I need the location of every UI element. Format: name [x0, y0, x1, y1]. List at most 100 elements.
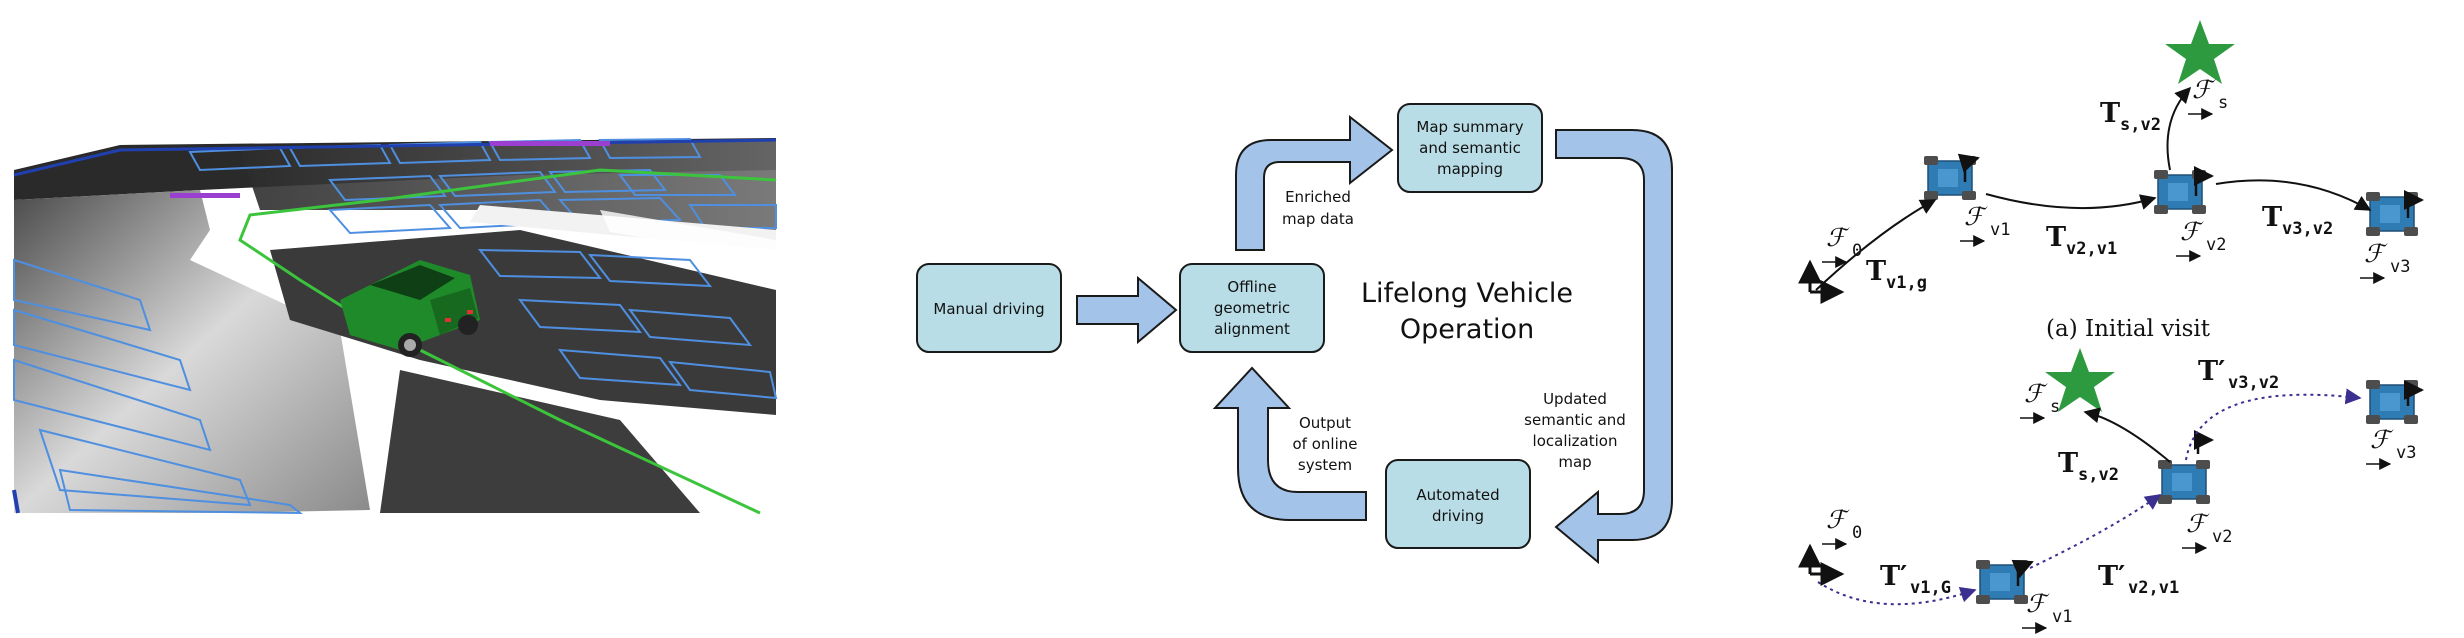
- label-updated-line-2: semantic and: [1524, 411, 1626, 429]
- label-Fs-b-sub: s: [2050, 397, 2060, 417]
- label-T-v2v1-b-sub: v2,v1: [2128, 578, 2179, 598]
- edge-T-sv2-b: [2083, 407, 2171, 463]
- svg-text:ℱ: ℱ: [1964, 202, 1988, 231]
- svg-text:T′: T′: [2198, 356, 2225, 387]
- box-offline-alignment: Offline geometric alignment: [1179, 263, 1325, 353]
- label-F0-a-sub: 0: [1852, 241, 1862, 261]
- label-T-v2v1-a-sub: v2,v1: [2066, 239, 2117, 259]
- label-output-line-1: Output: [1299, 414, 1351, 432]
- label-updated-line-1: Updated: [1543, 390, 1607, 408]
- svg-text:ℱ: ℱ: [2192, 75, 2216, 104]
- svg-text:T: T: [2100, 98, 2120, 129]
- diagram-title-line-1: Lifelong Vehicle: [1361, 278, 1573, 309]
- label-Fv2-a: ℱ v2: [2176, 217, 2226, 262]
- svg-text:ℱ: ℱ: [2186, 509, 2210, 538]
- arrow-offline-to-summary: [1235, 114, 1394, 251]
- label-T-v3v2-b: T′ v3,v2: [2198, 356, 2279, 393]
- svg-text:ℱ: ℱ: [2024, 379, 2048, 408]
- map-lower-lot: [380, 370, 700, 513]
- edge-T-v3v2-a: [2215, 179, 2372, 211]
- edge-T-v1g-a: [1815, 199, 1937, 291]
- label-Fv1-a-sub: v1: [1990, 220, 2010, 240]
- svg-text:T′: T′: [1880, 561, 1907, 592]
- box-summary-line-2: and semantic: [1419, 139, 1521, 157]
- box-manual-driving-line-1: Manual driving: [933, 300, 1044, 318]
- robot-v1-a-frame-icon: [1957, 153, 1980, 182]
- box-offline-line-1: Offline: [1227, 278, 1276, 296]
- svg-text:T: T: [2262, 202, 2282, 233]
- box-automated-line-1: Automated: [1416, 486, 1499, 504]
- box-map-summary: Map summary and semantic mapping: [1397, 103, 1543, 193]
- label-T-v1g-a: T v1,g: [1866, 256, 1927, 293]
- robot-v1-b-frame-icon: [2011, 559, 2034, 586]
- label-T-v1G-b: T′ v1,G: [1880, 561, 1951, 598]
- box-offline-line-3: alignment: [1214, 320, 1290, 338]
- label-T-v2v1-b: T′ v2,v1: [2098, 561, 2179, 598]
- label-updated-line-3: localization: [1533, 432, 1618, 450]
- box-summary-line-1: Map summary: [1416, 118, 1523, 136]
- label-F0-a: ℱ 0: [1822, 223, 1862, 268]
- label-T-v1g-a-sub: v1,g: [1886, 273, 1927, 293]
- label-T-v3v2-a-sub: v3,v2: [2282, 219, 2333, 239]
- star-landmark-a-icon: [2165, 20, 2235, 84]
- label-T-v2v1-a: T v2,v1: [2046, 222, 2117, 259]
- robot-v2-a-frame-icon: [2194, 166, 2214, 196]
- svg-text:T: T: [2046, 222, 2066, 253]
- vehicle-path-line: [238, 168, 777, 515]
- svg-text:T: T: [2058, 448, 2078, 479]
- label-Fv2-b-sub: v2: [2212, 527, 2232, 547]
- star-landmark-b-icon: [2045, 348, 2115, 412]
- label-F0-b-sub: 0: [1852, 523, 1862, 543]
- label-Fs-a: ℱ s: [2188, 75, 2228, 120]
- label-T-sv2-a: T s,v2: [2100, 98, 2161, 135]
- label-T-sv2-b-sub: s,v2: [2078, 465, 2119, 485]
- map-road-2: [600, 210, 776, 260]
- green-car-icon: [340, 260, 480, 357]
- robot-v3-b-icon: [2365, 379, 2419, 425]
- label-Fv3-b-sub: v3: [2396, 443, 2416, 463]
- label-Fs-b: ℱ s: [2020, 379, 2060, 424]
- label-Fv3-a: ℱ v3: [2360, 239, 2410, 284]
- map-boundary-corner: [12, 489, 20, 514]
- box-offline-line-2: geometric: [1214, 299, 1290, 317]
- label-Fv2-b: ℱ v2: [2182, 509, 2232, 554]
- label-Fv1-b: ℱ v1: [2022, 589, 2072, 634]
- map-purple-marker-2: [170, 193, 240, 198]
- box-automated-line-2: driving: [1432, 507, 1484, 525]
- edge-T-v3v2-b: [2185, 388, 2362, 461]
- label-T-sv2-b: T s,v2: [2058, 448, 2119, 485]
- svg-text:ℱ: ℱ: [2370, 425, 2394, 454]
- edge-T-v1G-b: [1817, 581, 1977, 606]
- arrow-manual-to-offline: [1076, 275, 1178, 345]
- label-T-v3v2-b-sub: v3,v2: [2228, 373, 2279, 393]
- box-manual-driving: Manual driving: [916, 263, 1062, 353]
- label-Fs-a-sub: s: [2218, 93, 2228, 113]
- diagram-title-line-2: Operation: [1400, 314, 1534, 345]
- robot-v2-b-frame-icon: [2194, 430, 2214, 454]
- robot-v3-a-icon: [2365, 191, 2419, 237]
- edge-T-sv2-a: [2166, 86, 2192, 171]
- frames-diagram: ℱ 0 ℱ v1 ℱ v2: [1798, 20, 2424, 634]
- parking-spot-outlines: [13, 137, 778, 515]
- label-T-v3v2-a: T v3,v2: [2262, 202, 2333, 239]
- box-summary-line-3: mapping: [1437, 160, 1503, 178]
- arrow-automated-to-offline: [1212, 366, 1367, 521]
- svg-text:ℱ: ℱ: [2180, 217, 2204, 246]
- label-Fv2-a-sub: v2: [2206, 235, 2226, 255]
- arrow-summary-to-automated: [1554, 129, 1673, 565]
- map-ground-left: [14, 190, 370, 513]
- label-Fv1-b-sub: v1: [2052, 607, 2072, 627]
- svg-text:ℱ: ℱ: [2026, 589, 2050, 618]
- label-F0-b: ℱ 0: [1822, 505, 1862, 550]
- lifelong-operation-diagram: Manual driving Offline geometric alignme…: [916, 103, 1673, 565]
- label-output-line-2: of online: [1293, 435, 1358, 453]
- label-T-sv2-a-sub: s,v2: [2120, 115, 2161, 135]
- label-updated-line-4: map: [1558, 453, 1591, 471]
- svg-text:ℱ: ℱ: [1826, 505, 1850, 534]
- svg-text:ℱ: ℱ: [1826, 223, 1850, 252]
- label-Fv1-a: ℱ v1: [1960, 202, 2010, 247]
- origin-frame-a-icon: [1798, 259, 1845, 304]
- box-automated-driving: Automated driving: [1385, 459, 1531, 549]
- label-enriched-line-2: map data: [1282, 210, 1354, 228]
